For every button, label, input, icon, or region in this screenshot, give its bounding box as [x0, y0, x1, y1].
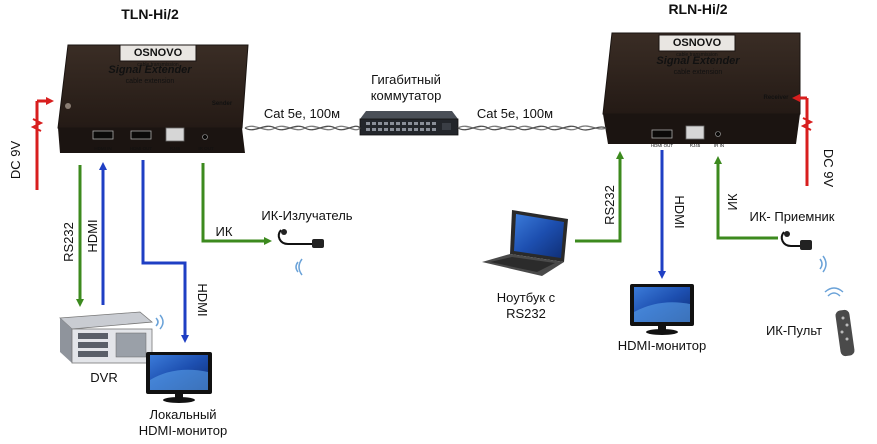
- ir-remote-label: ИК-Пульт: [766, 323, 822, 338]
- sender-port-hdmi-out: [130, 130, 152, 140]
- receiver-port-rj45: [685, 125, 705, 140]
- sender-model-title: TLN-Hi/2: [121, 6, 179, 22]
- sender-port-label-4: IR OUT: [198, 146, 214, 151]
- receiver-port-ir-in: [715, 131, 721, 137]
- cable-left-label: Cat 5e, 100м: [264, 106, 340, 121]
- sender-role: Sender: [212, 101, 233, 107]
- receiver-product: Signal Extender: [656, 55, 740, 67]
- receiver-port-label-3: IR IN: [714, 143, 724, 148]
- sender-port-label-1: HDMI IN: [94, 146, 111, 151]
- sender-port-ir-out: [202, 134, 208, 140]
- dvr-icon: [59, 311, 164, 364]
- rs232-label-left: RS232: [61, 222, 76, 262]
- sender-logo-plate: [119, 44, 197, 62]
- receiver-product-sub: cable extension: [674, 69, 723, 76]
- network-switch: [359, 111, 459, 136]
- power-fuse-icon-right: [800, 117, 814, 131]
- receiver-role: Receiver: [763, 95, 789, 101]
- hdmi-monitor-label: HDMI-монитор: [618, 338, 706, 353]
- rs232-line-right: [575, 151, 624, 243]
- sender-brand: OSNOVO: [134, 47, 183, 59]
- sender-product-sub: cable extension: [126, 78, 175, 85]
- power-connection-left: [30, 97, 54, 190]
- receiver-device: OSNOVO cable transmission Signal Extende…: [602, 32, 801, 148]
- hdmi-label-left: HDMI: [85, 219, 100, 252]
- receiver-brand-sub: cable transmission: [676, 52, 718, 58]
- ir-remote-icon: [824, 287, 855, 357]
- local-monitor-icon: [146, 352, 212, 403]
- cat5e-cable-right: [457, 125, 607, 131]
- ir-receiver-icon: [780, 231, 827, 273]
- receiver-brand: OSNOVO: [673, 37, 722, 49]
- local-monitor-label-2: HDMI-монитор: [139, 423, 227, 438]
- ir-label-right: ИК: [725, 193, 740, 210]
- power-label-right: DC 9V: [821, 149, 836, 188]
- receiver-logo-plate: [658, 34, 736, 52]
- sender-port-label-3: RJ45: [170, 146, 181, 151]
- rs232-label-right: RS232: [602, 185, 617, 225]
- ir-receiver-label: ИК- Приемник: [750, 209, 835, 224]
- switch-label-line2: коммутатор: [371, 88, 442, 103]
- sender-port-rj45: [165, 127, 185, 142]
- power-connection-right: [792, 94, 814, 186]
- switch-ports: [366, 122, 451, 131]
- ir-emitter-icon: [277, 229, 324, 276]
- receiver-model-title: RLN-Hi/2: [668, 1, 727, 17]
- sender-brand-sub: cable transmission: [137, 62, 179, 68]
- hdmi-label-right: HDMI: [672, 195, 687, 228]
- hdmi-local-line: [141, 160, 189, 343]
- sender-port-label-2: HDMI OUT: [130, 146, 152, 151]
- cat5e-cable-left: [244, 125, 361, 131]
- cable-right-label: Cat 5e, 100м: [477, 106, 553, 121]
- ir-label-left: ИК: [216, 224, 233, 239]
- hdmi-local-label: HDMI: [195, 283, 210, 316]
- ir-emitter-label: ИК-Излучатель: [261, 208, 352, 223]
- laptop-label-2: RS232: [506, 306, 546, 321]
- hdmi-monitor-icon: [630, 284, 694, 335]
- sender-led: [65, 103, 71, 109]
- receiver-port-label-2: RJ45: [690, 143, 701, 148]
- receiver-port-hdmi-out: [651, 129, 673, 139]
- sender-product: Signal Extender: [108, 64, 192, 76]
- dvr-wireless-icon: [155, 317, 159, 327]
- ir-out-line: [201, 163, 272, 245]
- power-label-left: DC 9V: [8, 141, 23, 180]
- laptop-icon: [482, 210, 568, 276]
- sender-port-hdmi-in: [92, 130, 114, 140]
- dvr-label: DVR: [90, 370, 117, 385]
- receiver-port-label-1: HDMI OUT: [651, 143, 673, 148]
- switch-label-line1: Гигабитный: [371, 72, 441, 87]
- sender-device: OSNOVO cable transmission Signal Extende…: [57, 44, 249, 153]
- local-monitor-label-1: Локальный: [149, 407, 216, 422]
- power-fuse-icon-left: [30, 118, 44, 132]
- ir-in-line: [714, 156, 778, 240]
- laptop-label-1: Ноутбук с: [497, 290, 556, 305]
